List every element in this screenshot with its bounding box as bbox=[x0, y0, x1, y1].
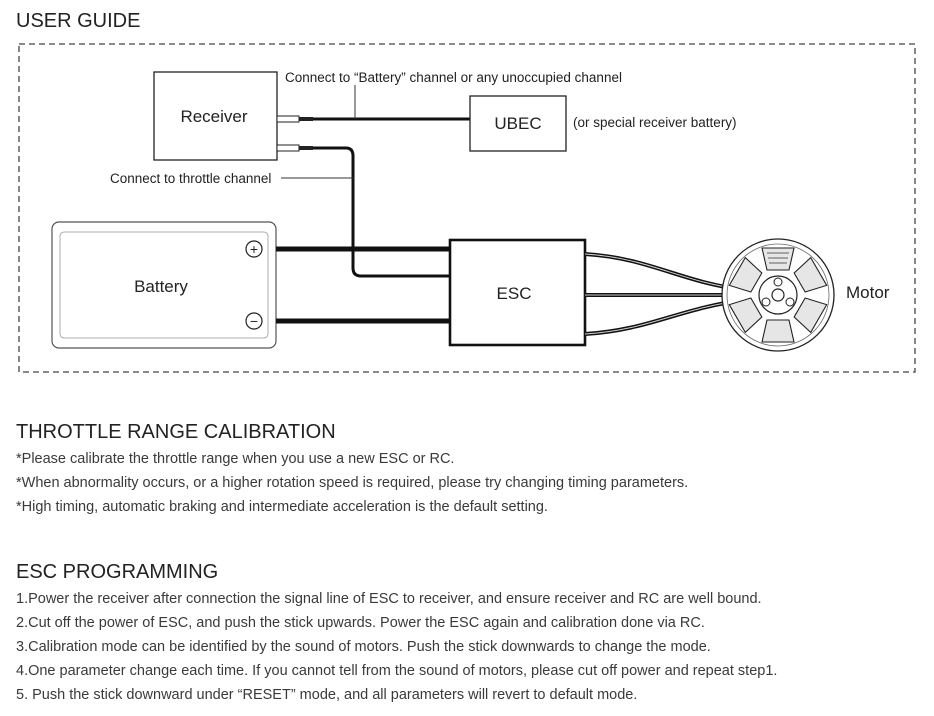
programming-step-1: 1.Power the receiver after connection th… bbox=[16, 591, 762, 607]
throttle-calibration-heading: THROTTLE RANGE CALIBRATION bbox=[16, 421, 336, 443]
programming-step-4: 4.One parameter change each time. If you… bbox=[16, 663, 778, 679]
motor-icon bbox=[721, 238, 835, 352]
esc-programming-heading: ESC PROGRAMMING bbox=[16, 561, 219, 583]
programming-step-3: 3.Calibration mode can be identified by … bbox=[16, 639, 711, 655]
minus-symbol: − bbox=[250, 313, 258, 329]
motor-wires bbox=[584, 252, 746, 336]
esc-box: ESC bbox=[448, 238, 587, 347]
battery-negative-terminal: − bbox=[245, 312, 263, 330]
battery-channel-note: Connect to “Battery” channel or any unoc… bbox=[285, 70, 622, 85]
diagram-frame bbox=[18, 43, 916, 373]
throttle-note-2: *When abnormality occurs, or a higher ro… bbox=[16, 475, 689, 491]
throttle-signal-wire bbox=[313, 146, 450, 278]
throttle-note-1: *Please calibrate the throttle range whe… bbox=[16, 451, 455, 467]
battery-positive-terminal: + bbox=[245, 240, 263, 258]
receiver-label: Receiver bbox=[180, 107, 247, 126]
throttle-channel-note: Connect to throttle channel bbox=[110, 171, 271, 186]
throttle-note-3: *High timing, automatic braking and inte… bbox=[16, 499, 548, 515]
wiring-diagram: Receiver Connect to “Battery” channel or… bbox=[18, 43, 916, 373]
battery-box: Battery bbox=[51, 221, 277, 349]
programming-step-2: 2.Cut off the power of ESC, and push the… bbox=[16, 615, 705, 631]
plus-symbol: + bbox=[250, 241, 258, 257]
receiver-box: Receiver bbox=[153, 71, 278, 161]
ubec-note: (or special receiver battery) bbox=[573, 115, 737, 130]
battery-label: Battery bbox=[134, 277, 188, 296]
esc-label: ESC bbox=[497, 284, 532, 303]
motor-label: Motor bbox=[846, 283, 890, 302]
user-guide-heading: USER GUIDE bbox=[16, 10, 141, 32]
ubec-label: UBEC bbox=[494, 114, 541, 133]
programming-step-5: 5. Push the stick downward under “RESET”… bbox=[16, 687, 638, 703]
ubec-box: UBEC bbox=[469, 95, 567, 152]
receiver-plugs bbox=[276, 115, 313, 152]
